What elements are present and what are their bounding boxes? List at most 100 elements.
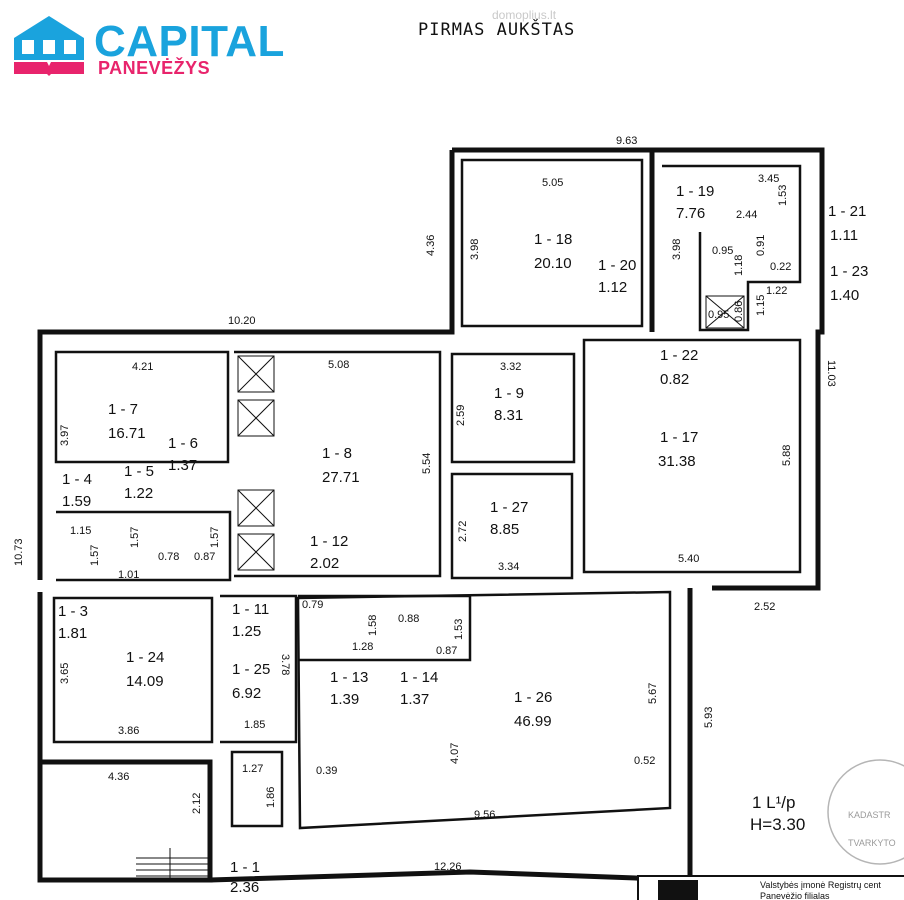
dimension: 0.87 <box>436 645 457 657</box>
room-area: 27.71 <box>322 469 360 486</box>
room-id: 1 - 24 <box>126 649 164 666</box>
dimension: 4.36 <box>425 235 437 256</box>
room-id: 1 - 5 <box>124 463 154 480</box>
dimension: 4.36 <box>108 771 129 783</box>
room-area: 1.37 <box>168 457 197 474</box>
room-area: 1.11 <box>830 227 858 244</box>
room-id: 1 - 17 <box>660 429 698 446</box>
dimension: 5.67 <box>647 683 659 704</box>
room-area: 1.12 <box>598 279 627 296</box>
dimension: 11.03 <box>825 360 837 387</box>
room-area: 1.25 <box>232 623 261 640</box>
room-area: 46.99 <box>514 713 552 730</box>
room-id: 1 - 20 <box>598 257 636 274</box>
dimension: 0.22 <box>770 261 791 273</box>
dimension: 2.52 <box>754 601 775 613</box>
dimension: 5.93 <box>703 707 715 728</box>
dimension: 12.26 <box>434 861 462 873</box>
room-area: 1.39 <box>330 691 359 708</box>
dimension: 3.34 <box>498 561 519 573</box>
brand-city: PANEVĖŽYS <box>98 58 211 78</box>
dimension: 3.97 <box>59 425 71 446</box>
room-area: 1.22 <box>124 485 153 502</box>
room-id: 1 - 19 <box>676 183 714 200</box>
house-book-icon <box>14 16 84 76</box>
stamp-text: KADASTR <box>848 810 891 820</box>
room-area: 1.37 <box>400 691 429 708</box>
room-id: 1 - 1 <box>230 859 260 876</box>
dimension: 5.05 <box>542 177 563 189</box>
brand-name: CAPITAL <box>94 17 285 66</box>
dimension: 2.12 <box>191 793 203 814</box>
dimension: 1.57 <box>129 527 141 548</box>
dimension: 3.32 <box>500 361 521 373</box>
stamp-text: TVARKYTO <box>848 838 896 848</box>
room-area: 2.36 <box>230 879 259 896</box>
dimension: 0.95 <box>708 309 729 321</box>
dimension: 0.86 <box>733 301 745 322</box>
plan-title: PIRMAS AUKŠTAS <box>418 20 576 40</box>
dimension: 1.58 <box>367 615 379 636</box>
dimension: 4.07 <box>449 743 461 764</box>
dimension: 10.20 <box>228 315 256 327</box>
room-area: 8.31 <box>494 407 523 424</box>
watermark: domoplius.lt <box>492 8 557 22</box>
room-area: 1.81 <box>58 625 87 642</box>
room-area: 14.09 <box>126 673 164 690</box>
brand-logo: CAPITAL PANEVĖŽYS <box>12 14 285 80</box>
room-id: 1 - 4 <box>62 471 92 488</box>
room-area: 0.82 <box>660 371 689 388</box>
dimension: 1.15 <box>70 525 91 537</box>
room-area: 20.10 <box>534 255 572 272</box>
registry-line: Panevėžio filialas <box>760 891 830 900</box>
level-note: 1 L¹/p H=3.30 <box>750 793 805 834</box>
dimension: 2.59 <box>455 405 467 426</box>
cadastre-stamp: KADASTR TVARKYTO <box>827 759 904 865</box>
dimension: 0.91 <box>755 235 767 256</box>
dimension: 5.40 <box>678 553 699 565</box>
room-area: 7.76 <box>676 205 705 222</box>
dimension: 1.15 <box>755 295 767 316</box>
outer-walls <box>37 147 825 883</box>
dimension: 5.08 <box>328 359 349 371</box>
room-id: 1 - 25 <box>232 661 270 678</box>
registry-box: Valstybės įmonė Registrų cent Panevėžio … <box>637 875 904 900</box>
room-id: 1 - 18 <box>534 231 572 248</box>
room-id: 1 - 12 <box>310 533 348 550</box>
room-id: 1 - 23 <box>830 263 868 280</box>
room-id: 1 - 21 <box>828 203 866 220</box>
dimension: 1.57 <box>209 527 221 548</box>
room-id: 1 - 6 <box>168 435 198 452</box>
dimension: 0.39 <box>316 765 337 777</box>
dimension-labels: 9.63 5.05 3.45 1.53 2.44 4.36 3.98 3.98 … <box>13 135 837 873</box>
dimension: 2.72 <box>457 521 469 542</box>
dimension: 10.73 <box>13 538 25 566</box>
dimension: 0.88 <box>398 613 419 625</box>
room-id: 1 - 8 <box>322 445 352 462</box>
room-id: 1 - 14 <box>400 669 438 686</box>
dimension: 0.87 <box>194 551 215 563</box>
room-area: 6.92 <box>232 685 261 702</box>
room-id: 1 - 13 <box>330 669 368 686</box>
height-label: H=3.30 <box>750 815 805 834</box>
dimension: 3.98 <box>671 239 683 260</box>
room-area: 16.71 <box>108 425 146 442</box>
dimension: 3.98 <box>469 239 481 260</box>
dimension: 1.86 <box>265 787 277 808</box>
room-id: 1 - 7 <box>108 401 138 418</box>
dimension: 1.27 <box>242 763 263 775</box>
dimension: 1.22 <box>766 285 787 297</box>
dimension: 1.18 <box>733 255 745 276</box>
dimension: 1.01 <box>118 569 139 581</box>
inner-walls <box>52 158 802 830</box>
room-id: 1 - 26 <box>514 689 552 706</box>
dimension: 3.45 <box>758 173 779 185</box>
dimension: 2.44 <box>736 209 757 221</box>
dimension: 9.63 <box>616 135 637 147</box>
room-id: 1 - 22 <box>660 347 698 364</box>
room-area: 8.85 <box>490 521 519 538</box>
dimension: 4.21 <box>132 361 153 373</box>
dimension: 5.88 <box>781 445 793 466</box>
room-id: 1 - 9 <box>494 385 524 402</box>
